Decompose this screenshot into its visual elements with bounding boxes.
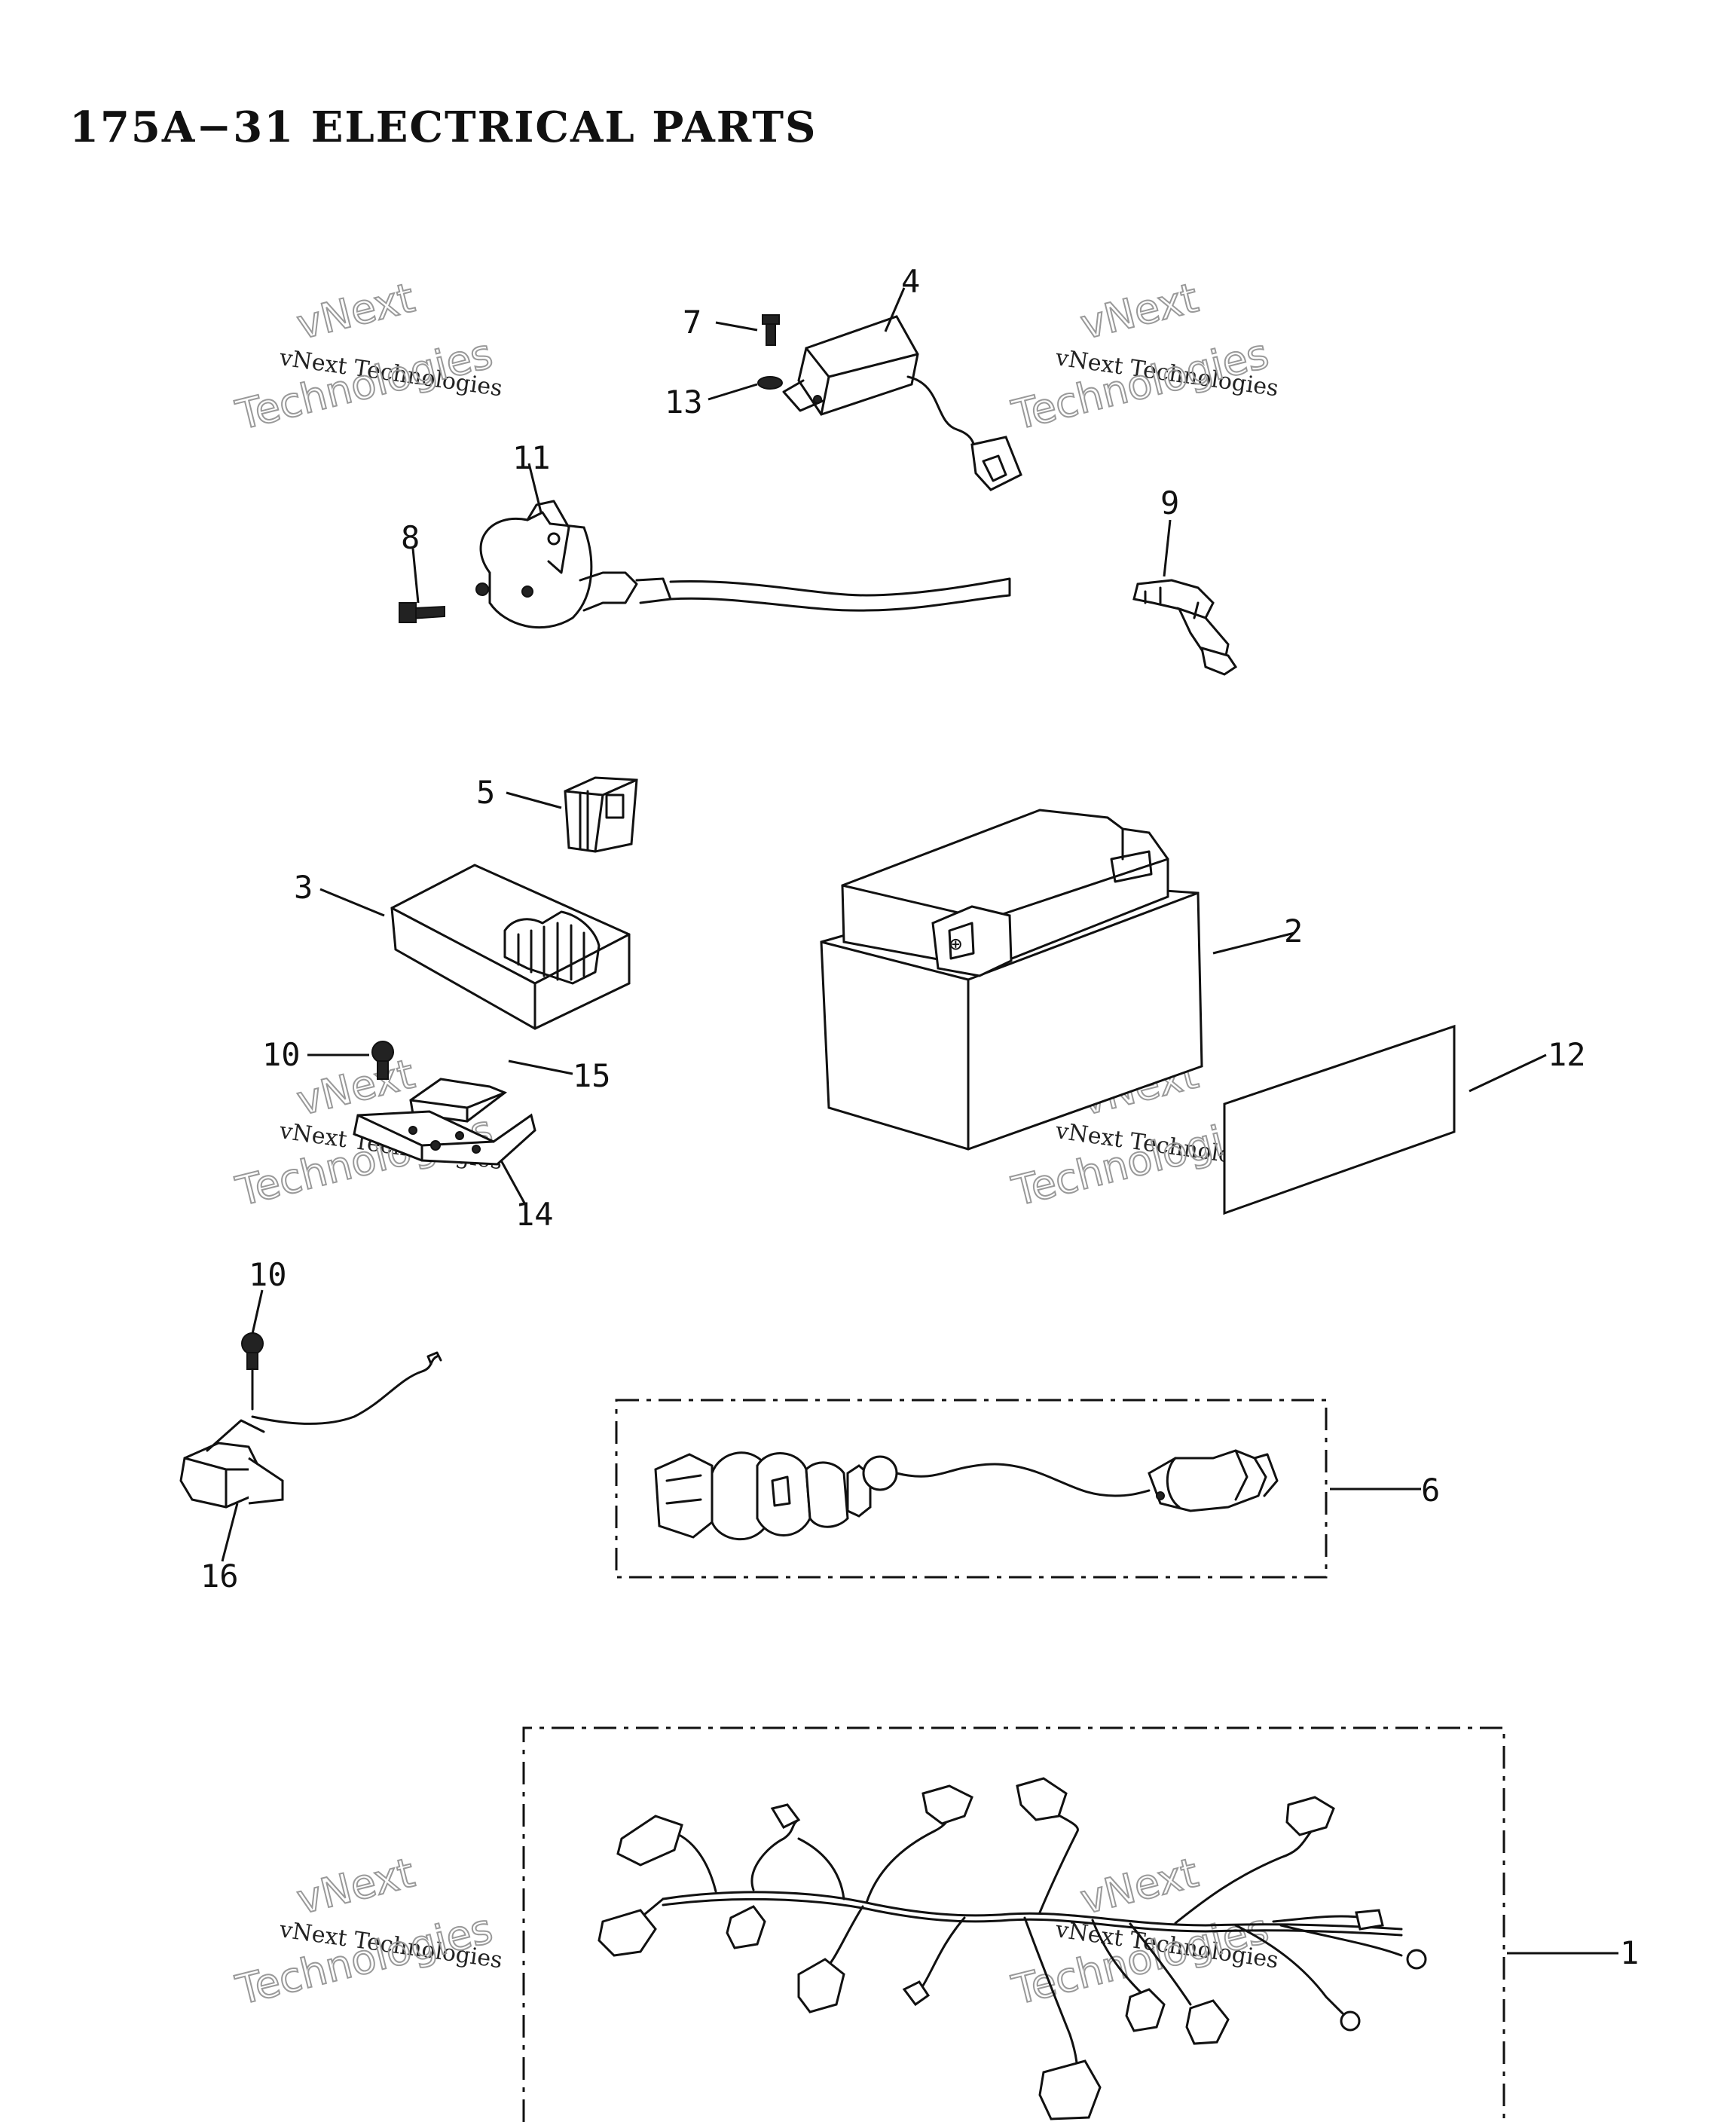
callout-10-lower: 10: [249, 1256, 287, 1293]
watermark-bottom-text: Technologies: [231, 1905, 497, 2014]
callout-2: 2: [1284, 913, 1303, 949]
part-13-washer: [757, 376, 783, 390]
part-6-ignition-switch: [654, 1449, 1279, 1541]
callout-6: 6: [1421, 1472, 1440, 1509]
callout-7: 7: [683, 304, 701, 341]
harness-connector: [902, 1980, 931, 2007]
harness-connector: [726, 1905, 766, 1949]
harness-terminal: [1340, 2010, 1361, 2032]
part-1-wire-harness: [598, 1777, 1427, 2120]
callout-13: 13: [665, 384, 703, 420]
callout-numbers: 4 7 13 11 8 9 5 3 2 12 10 15 14 10 16 6 …: [200, 263, 1639, 1971]
part-9-plug-cap: [1132, 579, 1238, 676]
part-1-outline-box: [522, 1726, 1505, 2122]
harness-connector: [1285, 1796, 1335, 1836]
watermark-top-text: vNext: [292, 274, 419, 348]
harness-connector: [1355, 1909, 1384, 1931]
harness-connector: [770, 1803, 801, 1829]
callout-8: 8: [401, 519, 420, 556]
page-title: 175A−31 ELECTRICAL PARTS: [69, 102, 818, 152]
part-16-sensor: [179, 1332, 442, 1509]
part-12-sheet: [1223, 1024, 1456, 1215]
callout-1: 1: [1620, 1934, 1639, 1971]
part-15-pad: [409, 1078, 508, 1123]
watermark-top-left: vNext vNext Technologies Technologies: [231, 273, 504, 440]
harness-connector: [797, 1958, 845, 2013]
callout-9: 9: [1160, 485, 1179, 521]
watermark-top-text: vNext: [1076, 1848, 1203, 1923]
watermark-top-text: vNext: [1076, 274, 1203, 348]
part-2-battery: ⊕: [820, 809, 1203, 1151]
callout-3: 3: [294, 869, 313, 906]
part-8-bolt: [399, 602, 445, 623]
watermark-top-text: vNext: [292, 1848, 419, 1923]
harness-connector: [1016, 1777, 1068, 1821]
part-7-bolt: [762, 314, 780, 346]
part-4-regulator: [782, 315, 1022, 491]
callout-14: 14: [515, 1196, 554, 1233]
watermark-bottom-text: Technologies: [231, 330, 497, 439]
part-5-relay: [564, 776, 638, 853]
part-10-screw-a: [371, 1041, 394, 1080]
harness-connector: [1185, 1999, 1230, 2045]
harness-terminal: [1406, 1949, 1427, 1970]
callout-4: 4: [901, 263, 920, 300]
harness-connector: [1038, 2059, 1102, 2120]
part-6-outline-box: [615, 1399, 1328, 1579]
part-3-cdi-unit: [390, 864, 631, 1030]
harness-connector: [598, 1909, 657, 1957]
battery-terminal-mark: ⊕: [949, 931, 962, 956]
watermark-bottom-text: Technologies: [1007, 330, 1273, 439]
watermark-top-right: vNext vNext Technologies Technologies: [1007, 273, 1280, 440]
callout-12: 12: [1548, 1036, 1586, 1073]
harness-connector: [1125, 1988, 1166, 2032]
callout-10-upper: 10: [262, 1036, 301, 1073]
callout-11: 11: [512, 439, 551, 476]
callout-16: 16: [200, 1558, 239, 1595]
leader-lines: [221, 287, 1618, 1955]
harness-connector: [921, 1784, 973, 1825]
callout-15: 15: [573, 1057, 611, 1094]
callout-5: 5: [476, 774, 495, 811]
part-11-ignition-coil: [475, 500, 1011, 629]
part-14-bracket: [353, 1110, 536, 1166]
harness-connector: [616, 1815, 683, 1867]
watermark-bottom-left: vNext vNext Technologies Technologies: [231, 1848, 504, 2015]
